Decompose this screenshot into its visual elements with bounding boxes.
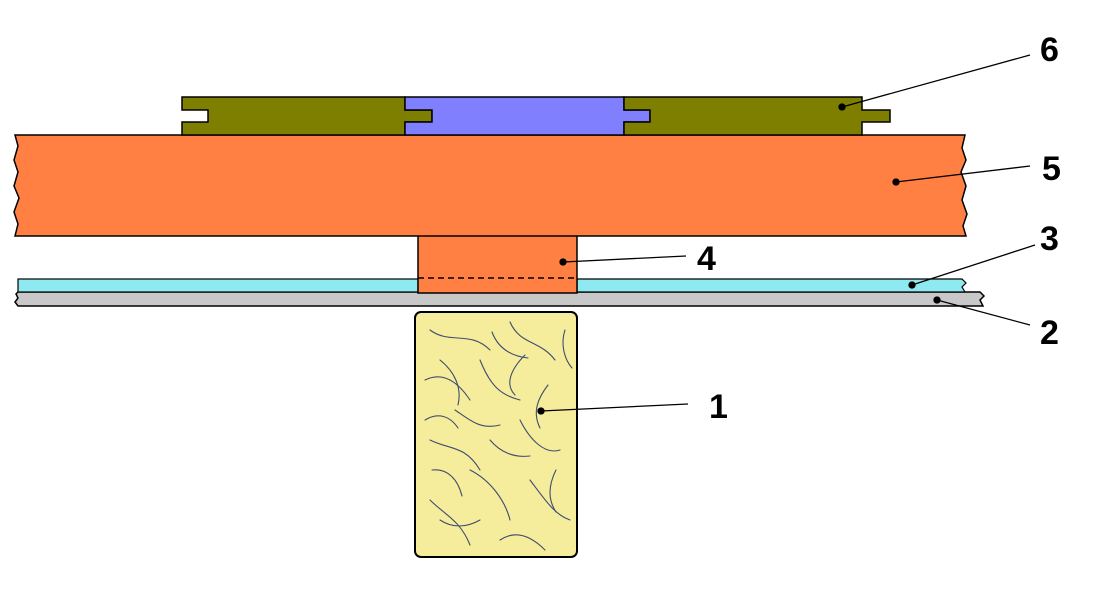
leader-line-1	[540, 403, 689, 412]
leader-dot-2	[933, 296, 941, 304]
base-board-body	[14, 291, 986, 307]
leader-line-5	[895, 165, 1031, 183]
beam-grain	[424, 321, 573, 551]
callout-number-5: 5	[1042, 150, 1061, 188]
base-board	[14, 291, 986, 307]
callout-number-4: 4	[697, 240, 716, 278]
membrane-left	[17, 278, 419, 293]
main-board-body	[13, 134, 968, 237]
callout-number-6: 6	[1040, 31, 1059, 69]
callout-number-2: 2	[1040, 314, 1059, 352]
floor-board-insert	[404, 96, 651, 136]
floor-board-left	[181, 96, 433, 136]
membrane-right	[576, 278, 967, 293]
batten	[417, 234, 578, 294]
callout-number-1: 1	[709, 388, 728, 426]
main-board	[13, 134, 968, 237]
batten-body	[417, 234, 578, 294]
floor-board-right	[623, 96, 891, 136]
leader-line-6	[841, 54, 1031, 108]
leader-dot-6	[838, 103, 846, 111]
floor-boards	[181, 96, 891, 136]
callout-number-3: 3	[1040, 220, 1059, 258]
beam	[414, 311, 578, 558]
beam-body	[414, 311, 578, 558]
leader-lines	[537, 54, 1036, 415]
leader-line-2	[936, 299, 1031, 326]
callout-numbers: 1 2 3 4 5 6	[697, 31, 1061, 426]
leader-line-3	[911, 244, 1036, 286]
leader-dot-4	[559, 258, 567, 266]
leader-dot-1	[537, 407, 545, 415]
leader-dot-3	[908, 281, 916, 289]
leader-line-4	[562, 255, 687, 263]
membrane	[17, 278, 967, 293]
leader-dot-5	[892, 178, 900, 186]
